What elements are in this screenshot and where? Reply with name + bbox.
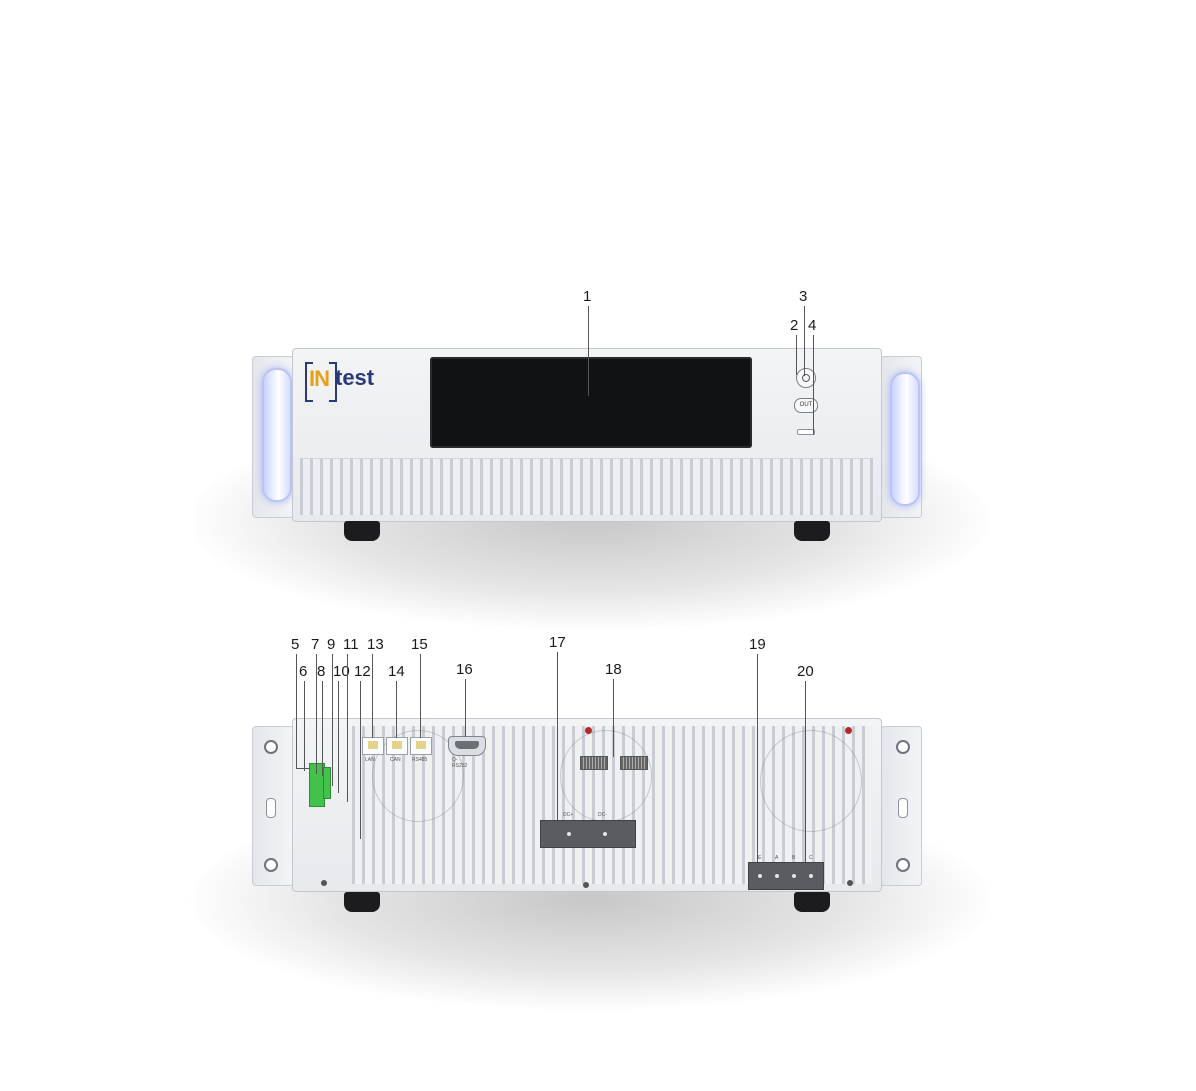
rear-left-foot bbox=[344, 892, 380, 912]
callout-1-leader bbox=[588, 306, 589, 396]
rear-left-ear-slot bbox=[266, 798, 276, 818]
callout-5-leader-h bbox=[296, 768, 310, 769]
callout-6: 6 bbox=[299, 663, 308, 680]
lan-port[interactable] bbox=[362, 737, 384, 755]
can-port[interactable] bbox=[386, 737, 408, 755]
front-vent-grille bbox=[300, 458, 874, 515]
callout-15-leader bbox=[420, 654, 421, 738]
callout-15: 15 bbox=[411, 636, 428, 653]
rs485-port[interactable] bbox=[410, 737, 432, 755]
callout-10-leader bbox=[338, 681, 339, 793]
callout-19-leader bbox=[757, 654, 758, 862]
callout-3-leader bbox=[804, 306, 805, 376]
fuse-holder-right bbox=[620, 756, 648, 770]
dc-plus-label: DC+ bbox=[563, 812, 574, 818]
output-button[interactable]: OUT bbox=[794, 398, 818, 413]
rs232-connector[interactable] bbox=[448, 736, 486, 756]
ac-post-a bbox=[775, 874, 779, 878]
ac-post-c bbox=[809, 874, 813, 878]
callout-13-leader bbox=[372, 654, 373, 738]
callout-11: 11 bbox=[343, 636, 359, 653]
ac-post-b bbox=[792, 874, 796, 878]
callout-9: 9 bbox=[327, 636, 336, 653]
callout-8-leader bbox=[322, 681, 323, 776]
callout-18-leader bbox=[613, 679, 614, 757]
callout-16-leader bbox=[465, 679, 466, 737]
front-left-foot bbox=[344, 521, 380, 541]
rear-fan-right bbox=[760, 730, 862, 832]
rear-left-ear-hole-top bbox=[264, 740, 278, 754]
rear-right-ear-slot bbox=[898, 798, 908, 818]
rear-fan-left bbox=[372, 730, 464, 822]
can-port-label: CAN bbox=[390, 757, 401, 763]
logo-bracket-left bbox=[305, 362, 313, 402]
fuse-holder-left bbox=[580, 756, 608, 770]
callout-6-leader bbox=[304, 681, 305, 771]
ac-label-a: A bbox=[775, 855, 779, 861]
status-led-right bbox=[845, 727, 852, 734]
callout-8: 8 bbox=[317, 663, 326, 680]
ac-label-e: E bbox=[758, 855, 762, 861]
callout-5-leader bbox=[296, 654, 297, 768]
green-terminal-block-side bbox=[323, 767, 331, 799]
callout-14-leader bbox=[396, 681, 397, 738]
front-right-foot bbox=[794, 521, 830, 541]
callout-3: 3 bbox=[799, 288, 808, 305]
dc-output-terminal[interactable] bbox=[540, 820, 636, 848]
front-left-handle bbox=[262, 368, 292, 502]
callout-1: 1 bbox=[583, 288, 592, 305]
ac-input-terminal[interactable] bbox=[748, 862, 824, 890]
callout-20: 20 bbox=[797, 663, 814, 680]
rear-screw-bottom-mid bbox=[583, 882, 589, 888]
callout-10: 10 bbox=[333, 663, 350, 680]
power-icon bbox=[802, 374, 810, 382]
callout-19: 19 bbox=[749, 636, 766, 653]
logo-test-text: test bbox=[335, 365, 375, 390]
callout-9-leader bbox=[332, 654, 333, 786]
rear-fan-middle bbox=[560, 730, 652, 822]
callout-16: 16 bbox=[456, 661, 473, 678]
callout-7-leader bbox=[316, 654, 317, 774]
power-button[interactable] bbox=[796, 368, 816, 388]
ac-label-b: B bbox=[792, 855, 796, 861]
callout-14: 14 bbox=[388, 663, 405, 680]
callout-12-leader bbox=[360, 681, 361, 839]
callout-4: 4 bbox=[808, 317, 817, 334]
callout-17-leader bbox=[557, 652, 558, 820]
front-display-screen bbox=[430, 357, 752, 448]
rear-right-ear-hole-bottom bbox=[896, 858, 910, 872]
logo-in-text: IN bbox=[309, 366, 330, 391]
callout-18: 18 bbox=[605, 661, 622, 678]
rear-right-foot bbox=[794, 892, 830, 912]
intest-logo: IN test bbox=[305, 362, 395, 402]
callout-13: 13 bbox=[367, 636, 384, 653]
rs485-port-label: RS485 bbox=[412, 757, 428, 763]
rear-right-ear-hole-top bbox=[896, 740, 910, 754]
callout-17: 17 bbox=[549, 634, 566, 651]
dc-minus-post bbox=[603, 832, 607, 836]
lan-port-label: LAN bbox=[365, 757, 375, 763]
callout-20-leader bbox=[805, 681, 806, 862]
rear-left-ear-hole-bottom bbox=[264, 858, 278, 872]
callout-2-leader bbox=[796, 335, 797, 375]
status-led bbox=[585, 727, 592, 734]
callout-4-leader bbox=[813, 335, 814, 435]
callout-7: 7 bbox=[311, 636, 320, 653]
ac-post-e bbox=[758, 874, 762, 878]
rear-screw-bottom-left bbox=[321, 880, 327, 886]
ac-label-c: C bbox=[809, 855, 813, 861]
callout-5: 5 bbox=[291, 636, 300, 653]
dc-plus-post bbox=[567, 832, 571, 836]
callout-2: 2 bbox=[790, 317, 799, 334]
callout-11-leader bbox=[347, 654, 348, 802]
logo-bracket-right bbox=[329, 362, 337, 402]
dc-minus-label: DC- bbox=[598, 812, 607, 818]
front-right-handle bbox=[890, 372, 920, 506]
callout-12: 12 bbox=[354, 663, 371, 680]
rear-screw-bottom-right bbox=[847, 880, 853, 886]
rs232-connector-label: Q-RS232 bbox=[452, 757, 468, 769]
usb-slot[interactable] bbox=[797, 429, 815, 435]
